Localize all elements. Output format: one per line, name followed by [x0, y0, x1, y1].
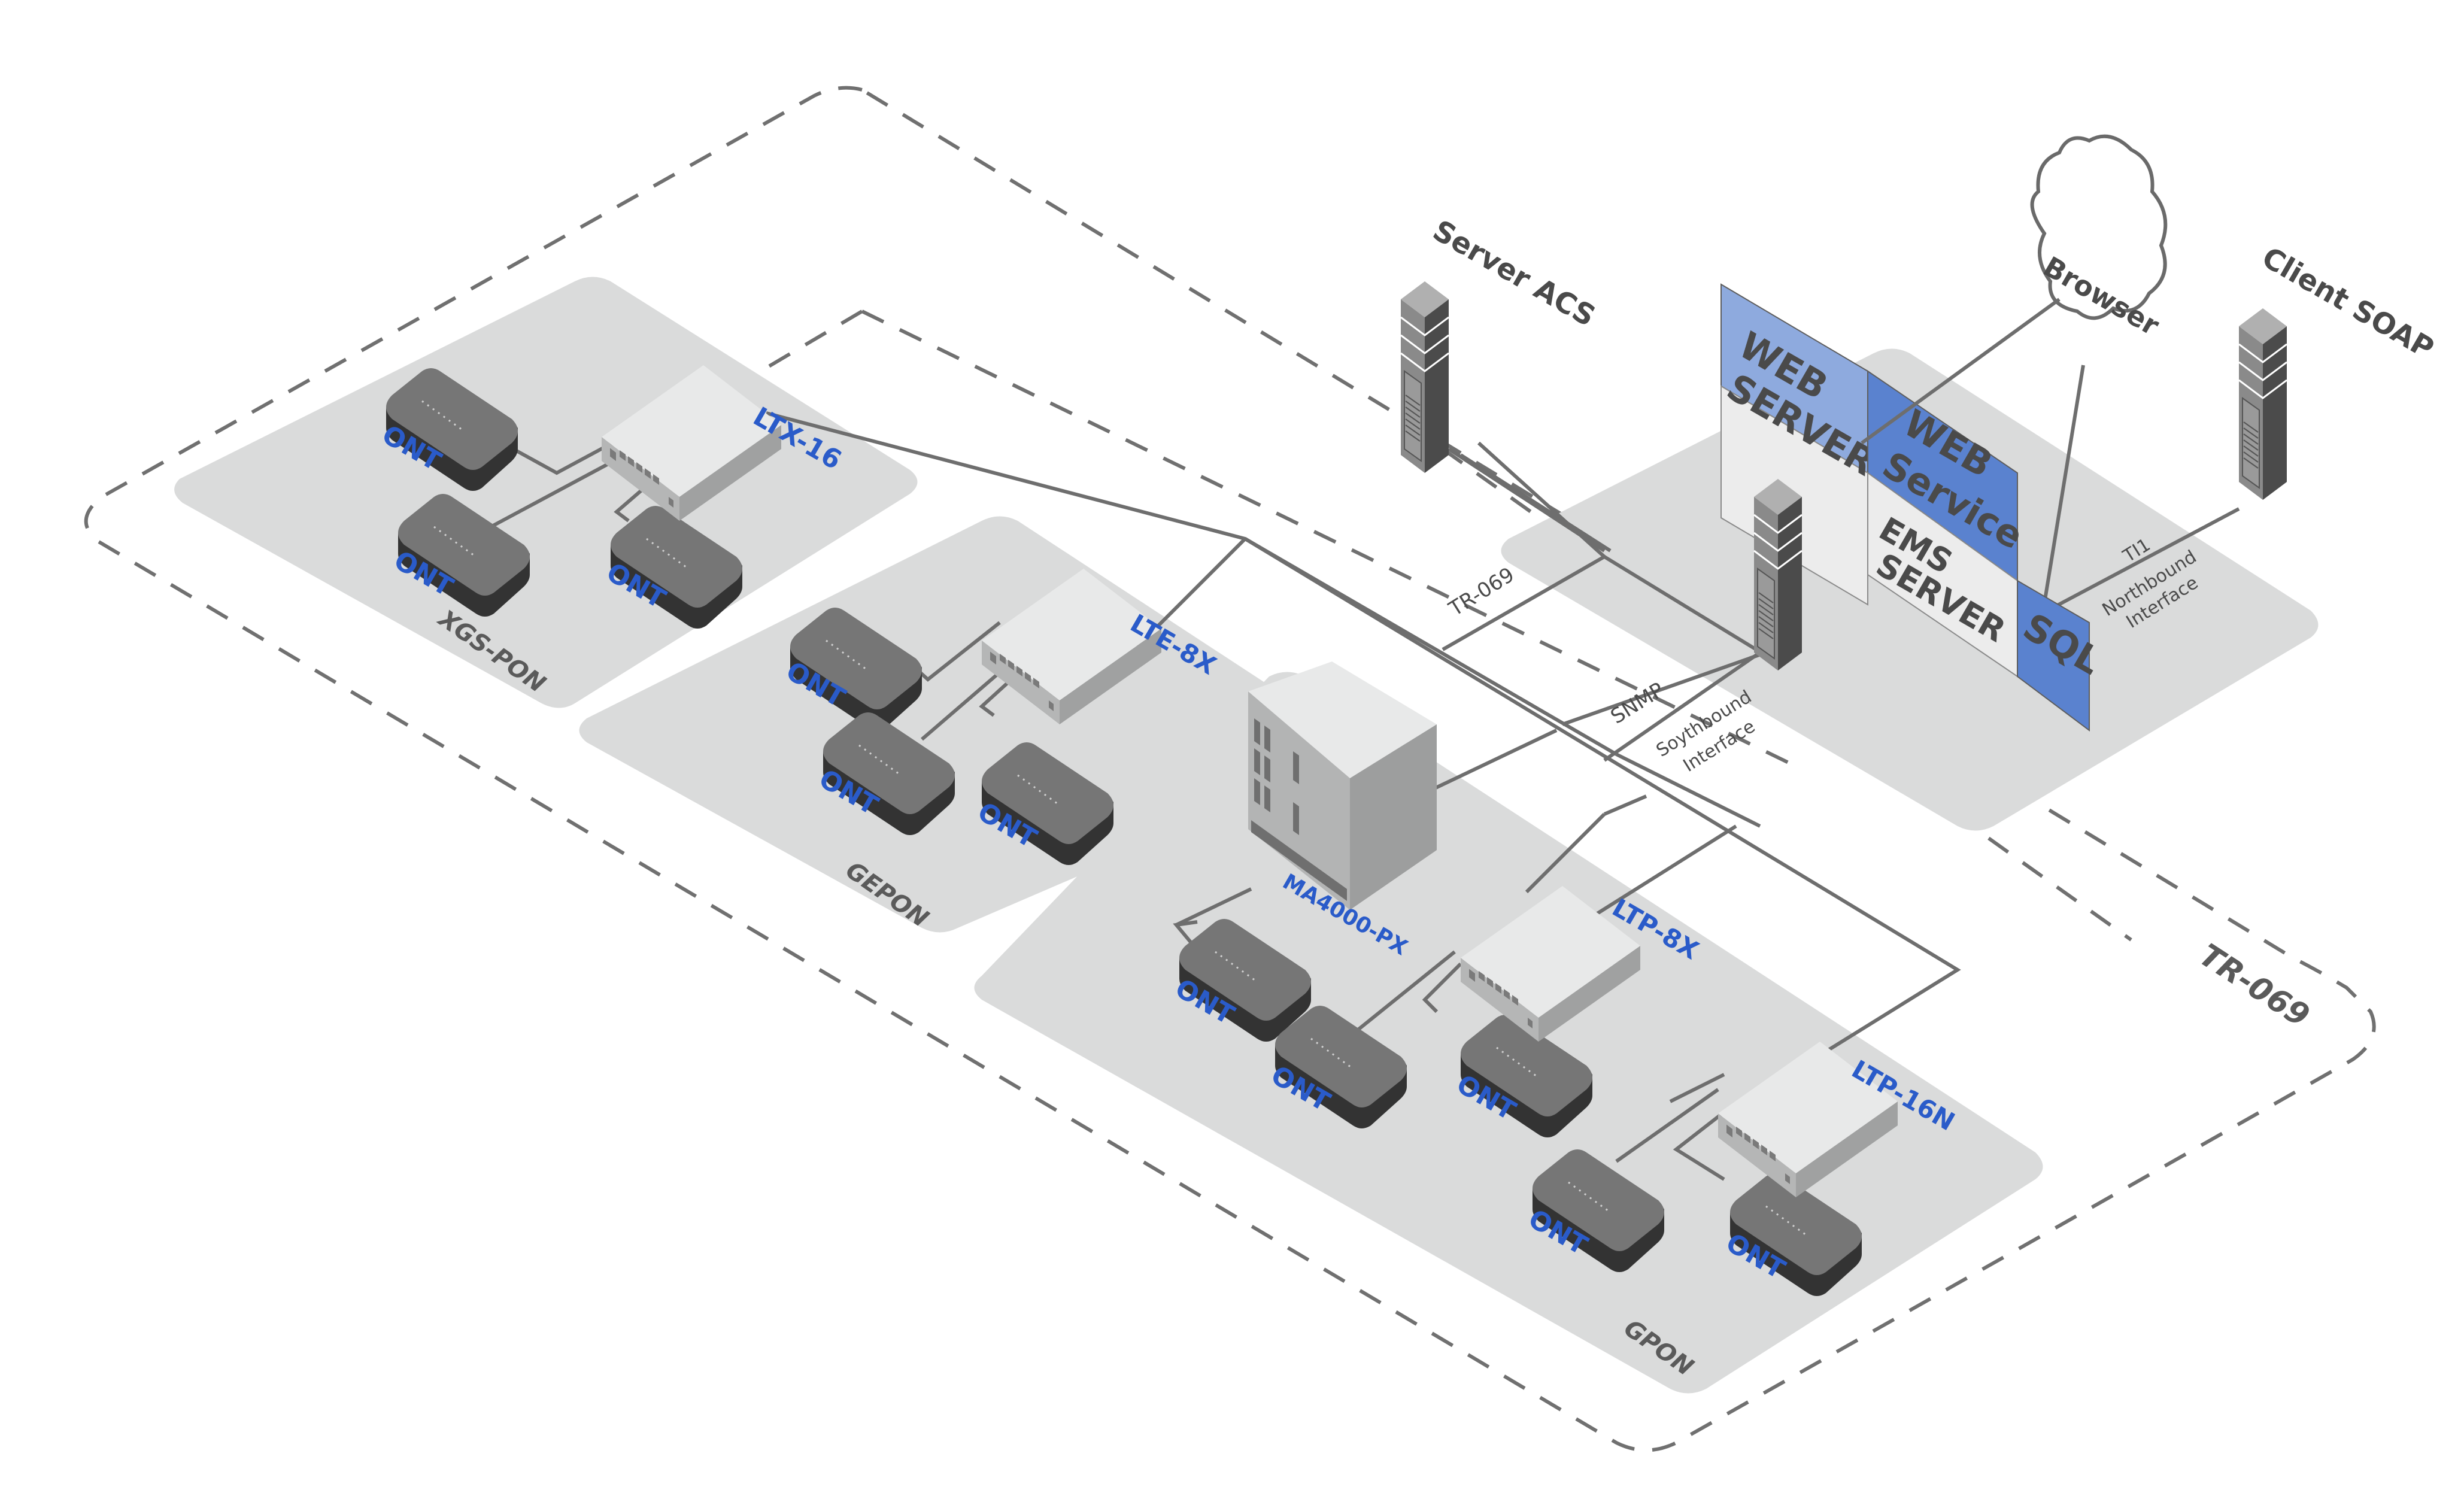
browser-cloud[interactable]: Browser [1861, 134, 2168, 445]
acs-label: Server ACS [1427, 214, 1601, 333]
ems-server[interactable] [1753, 478, 1803, 672]
sql-panel[interactable]: SQL [2016, 579, 2109, 732]
tr069-boundary-label: TR-069 [2193, 937, 2316, 1034]
ma4000-chassis[interactable] [1248, 661, 1437, 910]
tr069-boundary [84, 86, 2376, 1452]
acs-server[interactable] [1400, 280, 1450, 474]
client-soap-server[interactable] [2238, 307, 2288, 501]
backbone-wires [766, 365, 2240, 1079]
